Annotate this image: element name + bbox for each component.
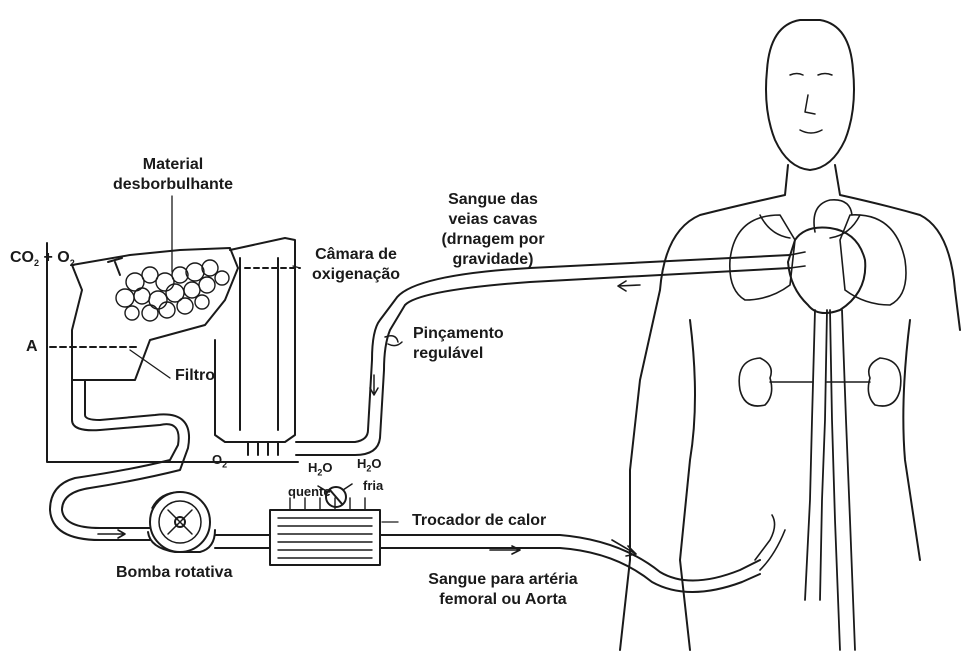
arterial-label: Sangue para artéria femoral ou Aorta bbox=[418, 570, 588, 610]
marker-a: A bbox=[26, 337, 38, 357]
hot-h: H bbox=[308, 460, 317, 475]
heart bbox=[788, 228, 865, 314]
fria-label: fria bbox=[363, 478, 383, 493]
venous-return-line3: (drnagem por bbox=[422, 230, 564, 250]
trocador-label: Trocador de calor bbox=[412, 511, 546, 531]
oxygenation-inner bbox=[240, 258, 278, 430]
hot-o: O bbox=[322, 460, 332, 475]
cold-h: H bbox=[357, 456, 366, 471]
pump-to-exchanger bbox=[215, 535, 270, 548]
heat-exchanger bbox=[270, 498, 380, 565]
gas-sub-b: 2 bbox=[70, 258, 75, 268]
venous-return-line1: Sangue das bbox=[422, 190, 564, 210]
venous-return-line4: gravidade) bbox=[422, 250, 564, 270]
aorta bbox=[830, 310, 855, 650]
clamp-label-line2: regulável bbox=[413, 344, 504, 364]
rotary-pump bbox=[148, 492, 215, 552]
venous-return-line2: veias cavas bbox=[422, 210, 564, 230]
filtro-label: Filtro bbox=[175, 366, 215, 386]
bomba-label: Bomba rotativa bbox=[116, 563, 232, 583]
camara-label-line2: oxigenação bbox=[298, 265, 414, 285]
venous-line bbox=[296, 255, 790, 455]
oxygen-label: O2 bbox=[212, 452, 227, 473]
gas-label: CO2 + O2 bbox=[10, 248, 75, 273]
defoaming-chamber bbox=[72, 248, 238, 380]
camara-label-line1: Câmara de bbox=[298, 245, 414, 265]
column-outlets bbox=[248, 442, 278, 455]
camara-label: Câmara de oxigenação bbox=[298, 245, 414, 285]
material-label: Material desborbulhante bbox=[92, 155, 254, 195]
arterial-label-line2: femoral ou Aorta bbox=[418, 590, 588, 610]
vena-cava bbox=[805, 310, 827, 600]
left-kidney bbox=[739, 358, 772, 406]
oxygen-o: O bbox=[212, 452, 222, 467]
oxygen-sub: 2 bbox=[222, 460, 227, 470]
cold-water-formula: H2O bbox=[357, 456, 382, 477]
inflow-arrow bbox=[98, 530, 125, 538]
cold-o: O bbox=[371, 456, 381, 471]
hot-water-formula: H2O bbox=[308, 460, 333, 481]
femoral-cannula bbox=[755, 515, 785, 570]
gas-plus-o: + O bbox=[39, 249, 70, 266]
clamp-label: Pinçamento regulável bbox=[413, 324, 504, 364]
filter-leader bbox=[130, 350, 170, 378]
right-kidney bbox=[868, 358, 901, 406]
quente-label: quente bbox=[288, 484, 331, 499]
gas-co: CO bbox=[10, 249, 34, 266]
material-label-line1: Material bbox=[92, 155, 254, 175]
outflow-tube-inner bbox=[62, 380, 189, 528]
arterial-label-line1: Sangue para artéria bbox=[418, 570, 588, 590]
venous-arrow bbox=[618, 281, 640, 291]
clamp-label-line1: Pinçamento bbox=[413, 324, 504, 344]
human-figure bbox=[620, 20, 960, 650]
venous-return-label: Sangue das veias cavas (drnagem por grav… bbox=[422, 190, 564, 270]
gas-vent bbox=[108, 258, 122, 275]
material-label-line2: desborbulhante bbox=[92, 175, 254, 195]
